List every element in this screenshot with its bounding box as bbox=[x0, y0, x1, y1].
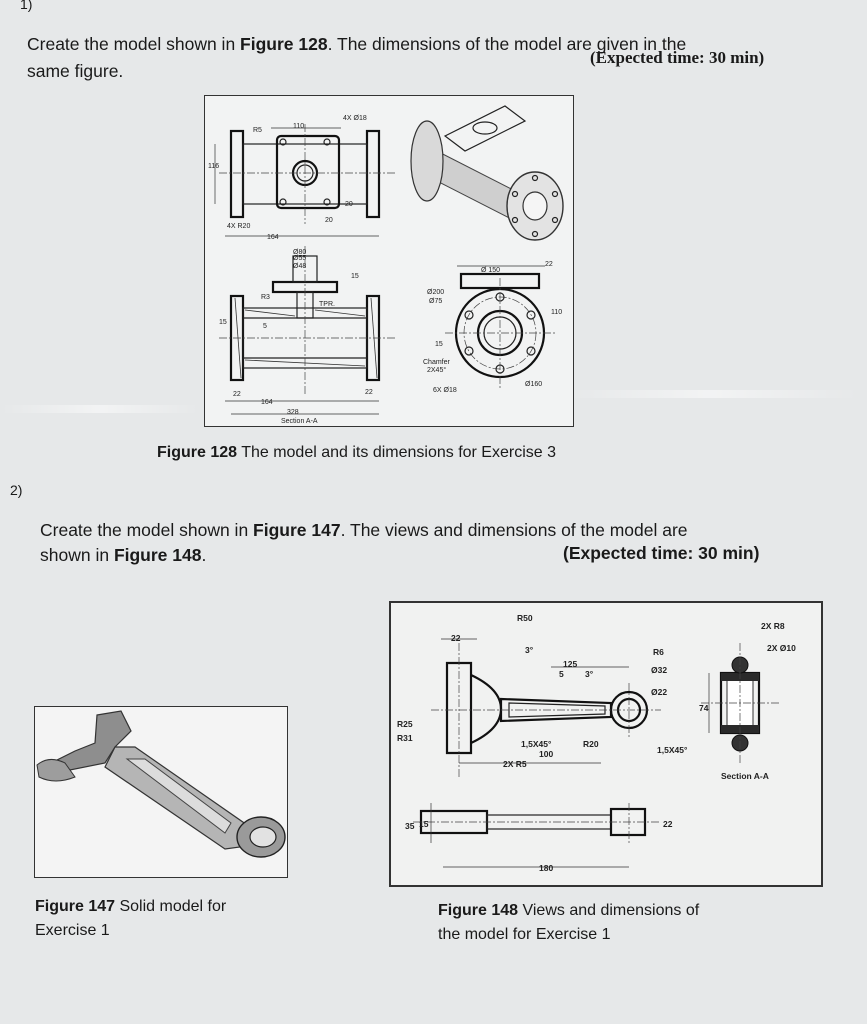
label-15: 15 bbox=[419, 819, 429, 829]
label-2x-10: 2X Ø10 bbox=[767, 643, 796, 653]
ex2-text-before: Create the model shown in bbox=[40, 520, 254, 540]
label-section-aa: Section A-A bbox=[281, 418, 318, 425]
label-bc150: Ø 150 bbox=[481, 267, 500, 274]
exercise-1-text: Create the model shown in Figure 128. Th… bbox=[27, 32, 827, 57]
label-5: 5 bbox=[559, 669, 564, 679]
label-116: 116 bbox=[208, 163, 219, 170]
label-20b: 20 bbox=[325, 217, 333, 224]
ex1-line2: same figure. bbox=[27, 61, 124, 81]
figure-147-caption-line2: Exercise 1 bbox=[35, 922, 110, 939]
label-328: 328 bbox=[287, 409, 299, 416]
label-15: 15 bbox=[351, 273, 359, 280]
label-35: 35 bbox=[405, 821, 415, 831]
flange-view bbox=[445, 265, 555, 388]
top-view bbox=[214, 124, 395, 237]
label-chamfer2: 2X45° bbox=[427, 366, 446, 374]
ex2-line2: shown in Figure 148. bbox=[40, 543, 206, 568]
figure-128-svg: R5 110 4X Ø18 116 4X R20 164 20 20 bbox=[208, 105, 564, 425]
isometric-valve bbox=[410, 105, 564, 241]
ex1-fig-ref: Figure 128 bbox=[240, 34, 328, 54]
label-4x-r20: 4X R20 bbox=[227, 223, 250, 230]
section-view bbox=[219, 246, 395, 415]
label-2x-r8: 2X R8 bbox=[761, 621, 785, 631]
ex2-fig-ref: Figure 147 bbox=[253, 520, 341, 540]
label-160: Ø160 bbox=[525, 381, 542, 388]
label-r50: R50 bbox=[517, 613, 533, 623]
label-chamfer: Chamfer bbox=[423, 359, 451, 366]
figure-147-caption-bold: Figure 147 bbox=[35, 898, 116, 915]
ex2-text-after: . The views and dimensions of the model … bbox=[340, 520, 688, 540]
ex2-line2-before: shown in bbox=[40, 545, 114, 565]
label-200: Ø200 bbox=[427, 289, 444, 296]
ex2-expected-time: (Expected time: 30 min) bbox=[563, 543, 760, 563]
label-22dia: Ø22 bbox=[651, 687, 667, 697]
figure-147-caption: Figure 147 Solid model for bbox=[35, 895, 226, 918]
label-110: 110 bbox=[293, 123, 304, 130]
label-75: Ø75 bbox=[429, 298, 442, 305]
label-164a: 164 bbox=[267, 234, 279, 241]
label-r5: R5 bbox=[253, 127, 262, 134]
label-48: Ø48 bbox=[293, 263, 306, 270]
label-r6: R6 bbox=[653, 647, 664, 657]
label-22c: 22 bbox=[365, 389, 373, 396]
exercise-number-1: 1) bbox=[20, 0, 33, 12]
figure-148-drawing: R50 22 3° 125 5 3° R6 Ø32 Ø22 R25 R31 1,… bbox=[389, 601, 823, 887]
label-20a: 20 bbox=[345, 201, 353, 208]
section-aa-view bbox=[701, 643, 779, 765]
ex2-line2-after: . bbox=[201, 545, 207, 565]
ex1-text-before: Create the model shown in bbox=[27, 34, 241, 54]
ex1-text-after: . The dimensions of the model are given … bbox=[327, 34, 687, 54]
label-22a: 22 bbox=[545, 261, 553, 268]
label-125: 125 bbox=[563, 659, 577, 669]
label-4x-18: 4X Ø18 bbox=[343, 115, 367, 122]
label-6x-18: 6X Ø18 bbox=[433, 387, 457, 394]
label-180: 180 bbox=[539, 863, 553, 873]
figure-148-svg: R50 22 3° 125 5 3° R6 Ø32 Ø22 R25 R31 1,… bbox=[397, 613, 796, 873]
figure-128-caption-bold: Figure 128 bbox=[157, 444, 238, 461]
label-15-left: 15 bbox=[219, 319, 227, 326]
label-section-aa: Section A-A bbox=[721, 771, 769, 781]
label-22b: 22 bbox=[663, 819, 673, 829]
label-100: 100 bbox=[539, 749, 553, 759]
label-r20: R20 bbox=[583, 739, 599, 749]
figure-148-caption-text: Views and dimensions of bbox=[518, 902, 700, 919]
label-15b: 15 bbox=[435, 341, 443, 348]
figure-147-caption-text: Solid model for bbox=[115, 898, 227, 915]
figure-148-caption: Figure 148 Views and dimensions of bbox=[438, 899, 699, 922]
label-74: 74 bbox=[699, 703, 709, 713]
label-2x-r5: 2X R5 bbox=[503, 759, 527, 769]
figure-128-caption-text: The model and its dimensions for Exercis… bbox=[237, 444, 556, 461]
label-chamfer-1: 1,5X45° bbox=[521, 739, 552, 749]
label-22: 22 bbox=[451, 633, 461, 643]
figure-147-image bbox=[34, 706, 288, 878]
exercise-number-2: 2) bbox=[10, 482, 23, 498]
ex1-expected-time: (Expected time: 30 min) bbox=[590, 48, 765, 67]
rod-top-view bbox=[413, 803, 661, 868]
figure-147-svg bbox=[36, 710, 286, 858]
label-22b: 22 bbox=[233, 391, 241, 398]
label-r25: R25 bbox=[397, 719, 413, 729]
label-3deg-b: 3° bbox=[585, 669, 594, 679]
label-164b: 164 bbox=[261, 399, 273, 406]
label-tpr: TPR. bbox=[319, 301, 335, 308]
label-110b: 110 bbox=[551, 309, 562, 316]
label-32: Ø32 bbox=[651, 665, 667, 675]
ex2-line2-ref: Figure 148 bbox=[113, 545, 202, 565]
figure-128-caption: Figure 128 The model and its dimensions … bbox=[157, 441, 556, 464]
label-55: Ø55 bbox=[293, 255, 306, 262]
label-r3: R3 bbox=[261, 294, 270, 301]
label-chamfer-2: 1,5X45° bbox=[657, 745, 688, 755]
figure-148-caption-line2: the model for Exercise 1 bbox=[438, 926, 611, 943]
background-streak bbox=[560, 390, 860, 398]
background-streak bbox=[0, 405, 200, 413]
figure-148-caption-bold: Figure 148 bbox=[438, 902, 519, 919]
rod-front-view bbox=[431, 638, 661, 778]
exercise-2-text: Create the model shown in Figure 147. Th… bbox=[40, 518, 840, 543]
figure-128-drawing: R5 110 4X Ø18 116 4X R20 164 20 20 bbox=[204, 95, 574, 427]
label-80: Ø80 bbox=[293, 249, 306, 256]
label-3deg: 3° bbox=[525, 645, 534, 655]
label-r31: R31 bbox=[397, 733, 413, 743]
label-5: 5 bbox=[263, 323, 267, 330]
